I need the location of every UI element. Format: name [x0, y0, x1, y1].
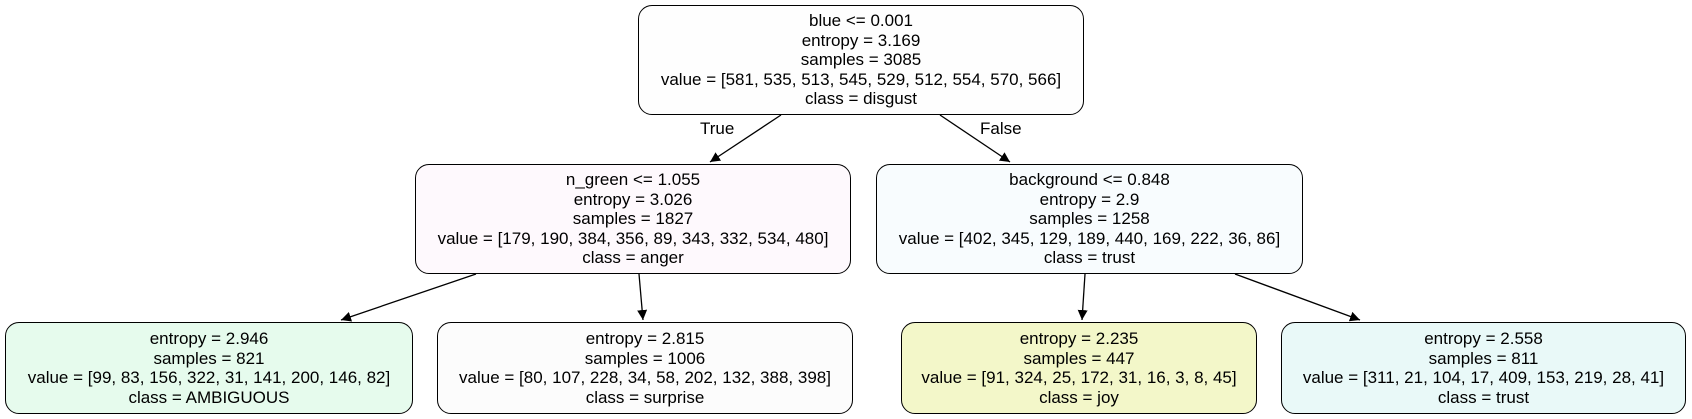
node-split: blue <= 0.001	[809, 11, 913, 31]
node-class: class = joy	[1039, 387, 1119, 407]
tree-leaf-left-left: entropy = 2.946 samples = 821 value = [9…	[5, 322, 413, 414]
edge-left-leftright	[637, 273, 648, 321]
node-entropy: entropy = 3.169	[801, 30, 921, 50]
edge-left-leftleft	[340, 273, 477, 322]
node-value: value = [581, 535, 513, 545, 529, 512, 5…	[660, 69, 1062, 89]
node-samples: samples = 447	[1023, 348, 1135, 368]
node-entropy: entropy = 2.946	[149, 329, 269, 348]
tree-node-right: background <= 0.848 entropy = 2.9 sample…	[876, 164, 1303, 274]
node-entropy: entropy = 3.026	[573, 189, 693, 209]
node-samples: samples = 1258	[1029, 209, 1150, 229]
node-class: class = disgust	[805, 89, 917, 109]
node-samples: samples = 1006	[584, 348, 706, 368]
node-samples: samples = 811	[1428, 348, 1539, 368]
tree-leaf-right-left: entropy = 2.235 samples = 447 value = [9…	[901, 322, 1257, 414]
node-value: value = [179, 190, 384, 356, 89, 343, 33…	[437, 228, 829, 248]
node-value: value = [311, 21, 104, 17, 409, 153, 219…	[1302, 368, 1665, 387]
edge-root-right	[939, 114, 1011, 163]
node-entropy: entropy = 2.9	[1039, 189, 1140, 209]
edge-right-rightright	[1234, 273, 1361, 322]
node-entropy: entropy = 2.558	[1424, 329, 1543, 348]
node-value: value = [402, 345, 129, 189, 440, 169, 2…	[898, 228, 1281, 248]
node-class: class = trust	[1043, 248, 1136, 268]
node-class: class = trust	[1437, 387, 1530, 407]
node-value: value = [91, 324, 25, 172, 31, 16, 3, 8,…	[921, 368, 1237, 387]
tree-node-left: n_green <= 1.055 entropy = 3.026 samples…	[415, 164, 851, 274]
node-split: background <= 0.848	[1009, 170, 1170, 190]
node-value: value = [80, 107, 228, 34, 58, 202, 132,…	[459, 368, 831, 387]
node-entropy: entropy = 2.815	[585, 329, 705, 348]
tree-node-root: blue <= 0.001 entropy = 3.169 samples = …	[638, 5, 1084, 115]
tree-leaf-right-right: entropy = 2.558 samples = 811 value = [3…	[1281, 322, 1686, 414]
tree-leaf-left-right: entropy = 2.815 samples = 1006 value = […	[437, 322, 853, 414]
edge-label-true: True	[700, 119, 735, 138]
node-class: class = AMBIGUOUS	[128, 387, 290, 407]
edge-label-false: False	[980, 119, 1022, 138]
node-samples: samples = 821	[153, 348, 265, 368]
node-samples: samples = 3085	[800, 50, 922, 70]
node-split: n_green <= 1.055	[565, 170, 701, 190]
node-value: value = [99, 83, 156, 322, 31, 141, 200,…	[27, 368, 391, 387]
node-class: class = surprise	[585, 387, 705, 407]
edge-right-rightleft	[1077, 273, 1088, 321]
edge-root-left	[709, 114, 782, 163]
node-samples: samples = 1827	[572, 209, 694, 229]
node-class: class = anger	[582, 248, 684, 268]
node-entropy: entropy = 2.235	[1019, 329, 1139, 348]
